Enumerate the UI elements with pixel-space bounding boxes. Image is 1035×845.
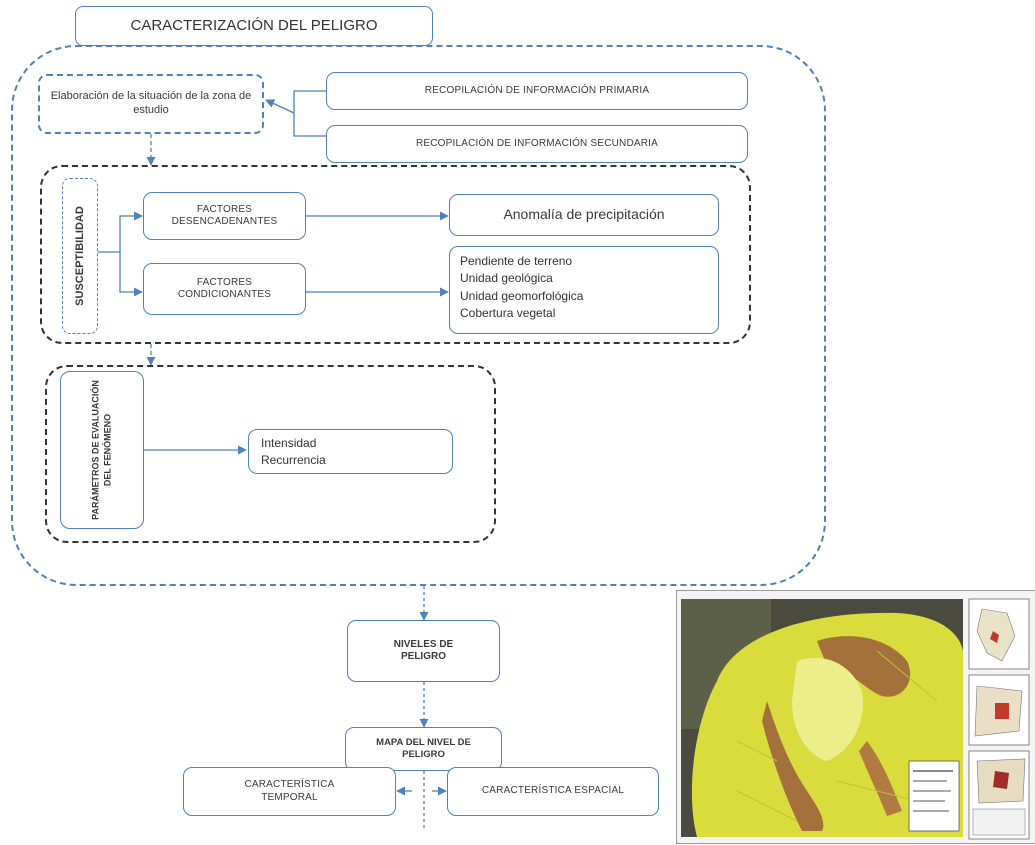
elaboracion-box: Elaboración de la situación de la zona d…: [38, 74, 264, 134]
hazard-map-thumbnail: [676, 590, 1035, 844]
factores-condicionantes-text: FACTORES CONDICIONANTES: [177, 276, 272, 301]
parametro-item: Intensidad: [261, 436, 317, 450]
temporal-text: CARACTERÍSTICA TEMPORAL: [244, 779, 335, 803]
title-text: CARACTERIZACIÓN DEL PELIGRO: [130, 16, 378, 34]
elaboracion-text: Elaboración de la situación de la zona d…: [50, 90, 252, 116]
niveles-peligro-text: NIVELES DE PELIGRO: [393, 638, 454, 663]
susceptibilidad-label: SUSCEPTIBILIDAD: [74, 206, 86, 306]
anomalia-box: Anomalía de precipitación: [449, 194, 719, 236]
recop-primaria-text: RECOPILACIÓN DE INFORMACIÓN PRIMARIA: [424, 84, 650, 96]
factores-desencadenantes-box: FACTORES DESENCADENANTES: [143, 192, 306, 240]
espacial-box: CARACTERÍSTICA ESPACIAL: [447, 767, 659, 816]
condicionante-item: Unidad geomorfológica: [460, 288, 584, 303]
parametros-label: PARÁMETROS DE EVALUACIÓN DEL FENÓMENO: [90, 380, 112, 520]
mapa-nivel-peligro-box: MAPA DEL NIVEL DE PELIGRO: [345, 727, 502, 771]
condicionante-item: Cobertura vegetal: [460, 306, 556, 321]
niveles-peligro-box: NIVELES DE PELIGRO: [347, 620, 500, 682]
temporal-box: CARACTERÍSTICA TEMPORAL: [183, 767, 396, 816]
susceptibilidad-label-box: SUSCEPTIBILIDAD: [62, 178, 98, 334]
condicionante-item: Pendiente de terreno: [460, 254, 573, 268]
recop-primaria-box: RECOPILACIÓN DE INFORMACIÓN PRIMARIA: [326, 72, 748, 110]
parametros-container: [45, 365, 496, 543]
mapa-nivel-peligro-text: MAPA DEL NIVEL DE PELIGRO: [376, 737, 471, 760]
parametros-list-box: Intensidad Recurrencia: [248, 429, 453, 474]
factores-desencadenantes-text: FACTORES DESENCADENANTES: [171, 203, 278, 228]
recop-secundaria-text: RECOPILACIÓN DE INFORMACIÓN SECUNDARIA: [415, 137, 659, 149]
recop-secundaria-box: RECOPILACIÓN DE INFORMACIÓN SECUNDARIA: [326, 125, 748, 163]
espacial-text: CARACTERÍSTICA ESPACIAL: [481, 785, 625, 797]
susceptibilidad-container: [40, 165, 751, 344]
parametro-item: Recurrencia: [261, 452, 326, 467]
factores-condicionantes-box: FACTORES CONDICIONANTES: [143, 263, 306, 315]
parametros-label-box: PARÁMETROS DE EVALUACIÓN DEL FENÓMENO: [60, 371, 144, 529]
condicionante-item: Unidad geológica: [460, 271, 553, 286]
hazard-map-graphic: [677, 591, 1035, 843]
anomalia-text: Anomalía de precipitación: [503, 206, 665, 223]
main-container: [11, 45, 826, 586]
condicionantes-list-box: Pendiente de terreno Unidad geológica Un…: [449, 246, 719, 334]
title-box: CARACTERIZACIÓN DEL PELIGRO: [75, 6, 433, 46]
